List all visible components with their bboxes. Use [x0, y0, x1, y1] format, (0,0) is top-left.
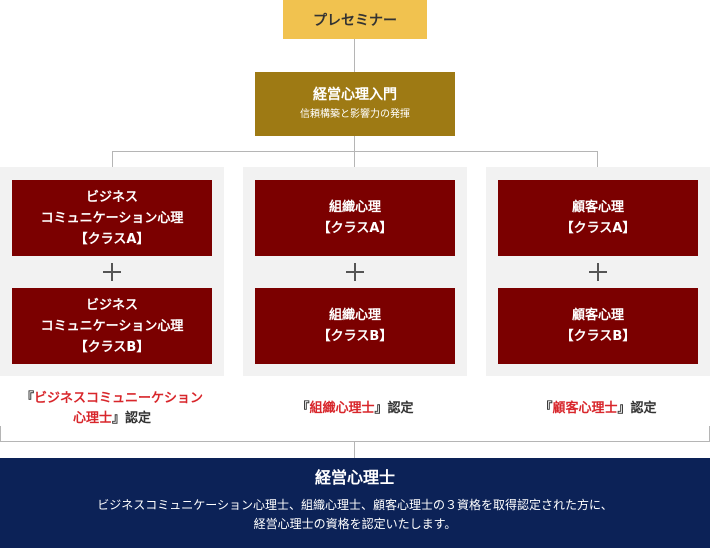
intro-box: 経営心理入門 信頼構築と影響力の発揮 [255, 72, 455, 136]
connector-branch-right [597, 151, 598, 167]
cert-bracket-close: 』 [617, 401, 631, 416]
course-business-class-b: ビジネス コミュニケーション心理 【クラスB】 [12, 288, 212, 364]
final-qualification-box: 経営心理士 ビジネスコミュニケーション心理士、組織心理士、顧客心理士の３資格を取… [0, 458, 710, 548]
cert-bracket-close: 』 [374, 401, 388, 416]
cert-name: 顧客心理士 [552, 401, 618, 416]
course-class-label: 【クラスA】 [74, 231, 150, 247]
plus-icon [346, 263, 364, 281]
cert-bracket-close: 』 [111, 411, 125, 426]
connector-branch-center [354, 151, 355, 167]
connector-top-horizontal [112, 151, 598, 152]
course-line: 顧客心理 [571, 200, 624, 215]
connector-intro-down [354, 136, 355, 151]
seminar-box: プレセミナー [283, 0, 427, 39]
cert-bracket-open: 『 [539, 401, 553, 416]
cert-organization: 『組織心理士』認定 [243, 399, 467, 419]
course-line: 組織心理 [328, 308, 381, 323]
final-description-line2: 経営心理士の資格を認定いたします。 [253, 517, 457, 531]
final-title: 経営心理士 [314, 468, 395, 487]
course-business-class-a: ビジネス コミュニケーション心理 【クラスA】 [12, 180, 212, 256]
course-line: 組織心理 [328, 200, 381, 215]
course-line: コミュニケーション心理 [40, 318, 184, 334]
cert-business: 『ビジネスコミュニーケション 心理士』認定 [0, 389, 224, 429]
plus-icon [589, 263, 607, 281]
course-line: ビジネス [85, 297, 138, 313]
intro-title: 経営心理入門 [313, 87, 397, 103]
intro-subtitle: 信頼構築と影響力の発揮 [300, 109, 410, 120]
course-organization-class-b: 組織心理 【クラスB】 [255, 288, 455, 364]
course-customer-class-b: 顧客心理 【クラスB】 [498, 288, 698, 364]
course-customer-class-a: 顧客心理 【クラスA】 [498, 180, 698, 256]
cert-suffix: 認定 [387, 401, 414, 416]
course-line: 顧客心理 [571, 308, 624, 323]
plus-icon [103, 263, 121, 281]
course-class-label: 【クラスB】 [560, 329, 636, 344]
cert-suffix: 認定 [125, 411, 152, 426]
cert-bracket-open: 『 [20, 391, 34, 406]
connector-bottom-left [0, 426, 1, 442]
cert-name: 心理士 [72, 411, 112, 426]
course-class-label: 【クラスB】 [317, 329, 393, 344]
course-line: コミュニケーション心理 [40, 210, 184, 226]
connector-to-final [354, 441, 355, 458]
course-class-label: 【クラスA】 [560, 221, 636, 236]
cert-customer: 『顧客心理士』認定 [486, 399, 710, 419]
seminar-label: プレセミナー [313, 12, 397, 29]
course-class-label: 【クラスA】 [317, 221, 393, 236]
final-description-line1: ビジネスコミュニケーション心理士、組織心理士、顧客心理士の３資格を取得認定された… [97, 498, 613, 512]
connector-bottom-horizontal [0, 441, 710, 442]
cert-suffix: 認定 [630, 401, 657, 416]
course-line: ビジネス [85, 189, 138, 205]
cert-name: 組織心理士 [309, 401, 375, 416]
course-organization-class-a: 組織心理 【クラスA】 [255, 180, 455, 256]
cert-name: ビジネスコミュニーケション [34, 391, 204, 406]
cert-bracket-open: 『 [296, 401, 310, 416]
connector-seminar-intro [354, 39, 355, 72]
connector-branch-left [112, 151, 113, 167]
course-class-label: 【クラスB】 [74, 339, 150, 355]
